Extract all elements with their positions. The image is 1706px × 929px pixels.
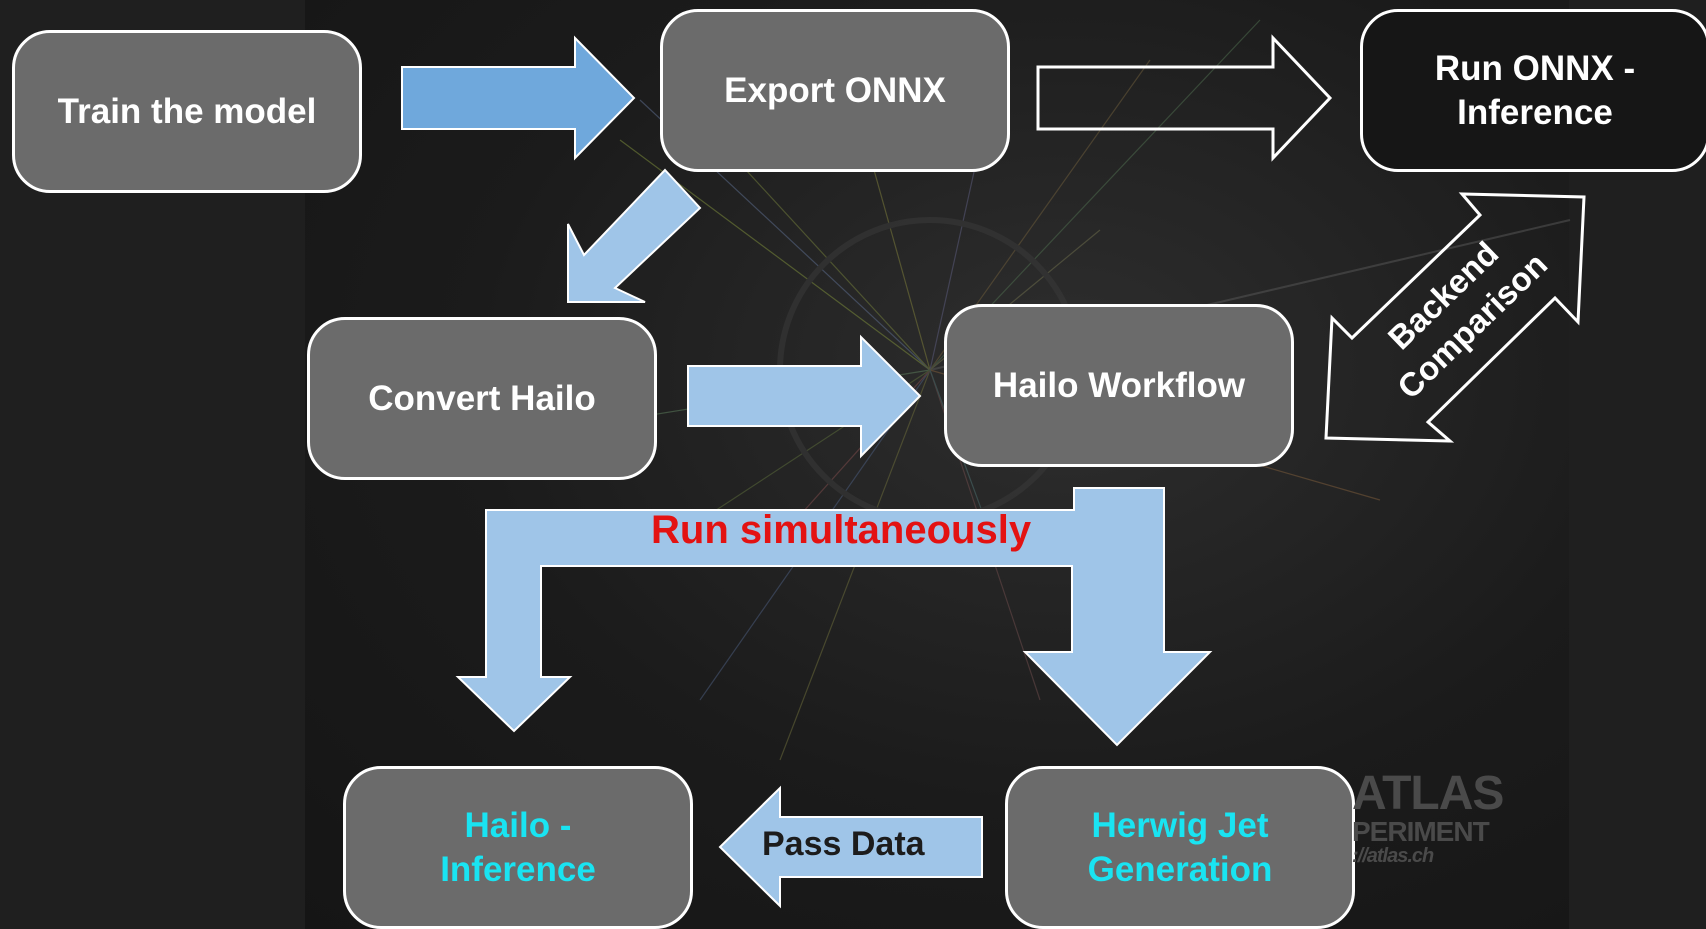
node-run-onnx-inference: Run ONNX - Inference <box>1360 9 1706 172</box>
node-hailo-inference: Hailo - Inference <box>343 766 693 929</box>
arrow-backend-comparison <box>1324 192 1586 443</box>
label-run-simultaneously: Run simultaneously <box>651 508 1032 552</box>
arrow-export-to-run-onnx <box>1036 34 1333 162</box>
node-convert-hailo: Convert Hailo <box>307 317 657 480</box>
node-train-model: Train the model <box>12 30 362 193</box>
arrow-export-to-convert <box>567 168 702 303</box>
watermark-line1: ATLAS <box>1352 767 1504 820</box>
arrow-pass-data <box>718 785 983 909</box>
arrow-train-to-export <box>401 35 636 161</box>
node-herwig-jet-generation: Herwig Jet Generation <box>1005 766 1355 929</box>
label-pass-data: Pass Data <box>762 825 925 863</box>
watermark-line2: PERIMENT <box>1352 816 1490 847</box>
watermark-line3: ://atlas.ch <box>1352 845 1434 867</box>
arrow-run-simultaneously <box>455 487 1213 747</box>
arrow-convert-to-workflow <box>687 334 922 459</box>
node-hailo-workflow: Hailo Workflow <box>944 304 1294 467</box>
atlas-watermark: ATLAS PERIMENT ://atlas.ch <box>1352 767 1504 867</box>
node-export-onnx: Export ONNX <box>660 9 1010 172</box>
